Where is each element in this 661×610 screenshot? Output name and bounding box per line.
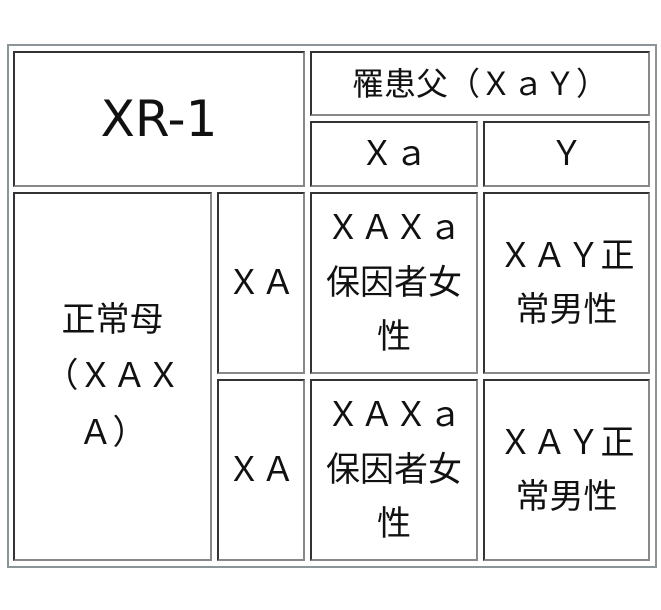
offspring-cell: ＸＡＸａ保因者女性 xyxy=(310,192,478,374)
offspring-cell: ＸＡＹ正常男性 xyxy=(483,192,650,374)
mother-allele-1: ＸＡ xyxy=(217,192,305,374)
offspring-cell: ＸＡＸａ保因者女性 xyxy=(310,379,478,561)
father-allele-xa: Ｘａ xyxy=(310,121,478,187)
punnett-table xyxy=(7,44,657,568)
father-allele-y: Ｙ xyxy=(483,121,650,187)
offspring-cell: ＸＡＹ正常男性 xyxy=(483,379,650,561)
table-title: XR-1 xyxy=(13,51,305,187)
father-header: 罹患父（ＸａＹ） xyxy=(310,51,650,116)
mother-header: 正常母（ＸＡＸＡ） xyxy=(13,192,212,561)
mother-allele-2: ＸＡ xyxy=(217,379,305,561)
